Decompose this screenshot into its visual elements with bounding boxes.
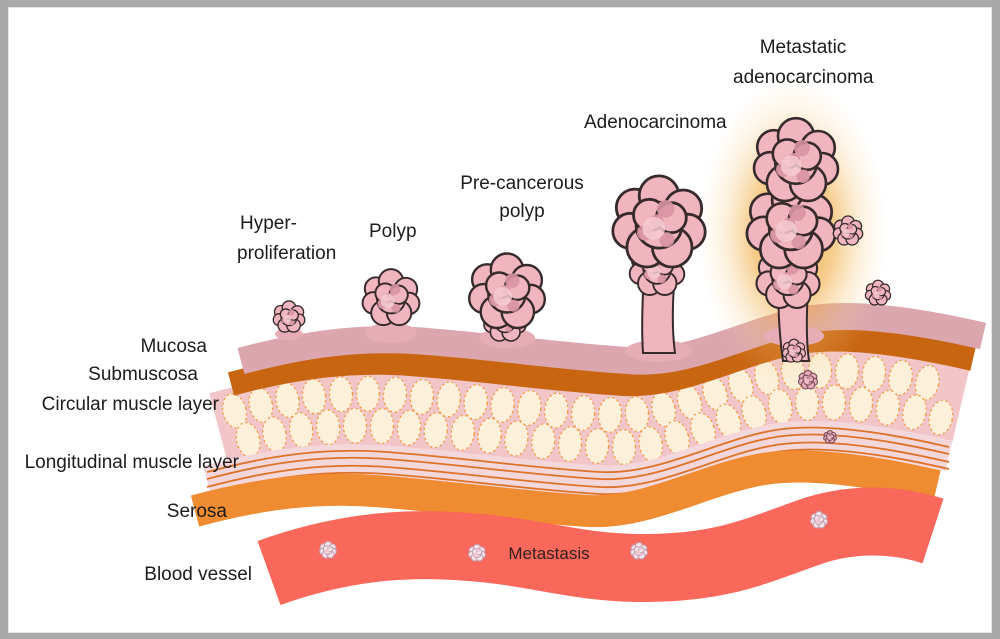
- label-metastatic-line2: adenocarcinoma: [733, 67, 874, 88]
- longitudinal-muscle-fibers: [206, 426, 950, 496]
- layer-label-longitudinal-muscle: Longitudinal muscle layer: [24, 452, 239, 473]
- label-precancerous-line2: polyp: [499, 201, 545, 222]
- layer-label-mucosa: Mucosa: [140, 336, 207, 357]
- layer-label-submucosa: Submuscosa: [88, 364, 198, 385]
- layer-label-blood-vessel: Blood vessel: [144, 564, 252, 585]
- colon-cancer-progression-diagram: [190, 77, 987, 606]
- label-metastatic-line1: Metastatic: [759, 37, 847, 58]
- shed-tumor-cluster-on-mucosa: [864, 279, 892, 306]
- shed-tumor-cluster-upper: [832, 215, 864, 246]
- tumor-precancerous-polyp: [468, 252, 546, 330]
- tumor-adenocarcinoma-head: [611, 174, 707, 269]
- diagram-stage: Hyper- proliferation Polyp Pre-cancerous…: [9, 8, 991, 632]
- label-precancerous-line1: Pre-cancerous: [460, 173, 584, 194]
- label-adenocarcinoma: Adenocarcinoma: [584, 112, 727, 133]
- tumor-hyperproliferation: [272, 300, 306, 333]
- label-metastasis: Metastasis: [508, 544, 590, 563]
- label-hyperproliferation-line1: Hyper-: [240, 213, 298, 234]
- vessel-cell-cluster-2: [468, 543, 486, 562]
- label-hyperproliferation-line2: proliferation: [237, 243, 337, 264]
- serosa-layer: [190, 450, 941, 528]
- layer-label-circular-muscle: Circular muscle layer: [41, 394, 219, 415]
- invading-cell-clusters: [797, 369, 837, 444]
- blood-vessel-band: [257, 487, 944, 606]
- vessel-cell-cluster-4: [810, 510, 828, 529]
- longitudinal-muscle-layer: [203, 421, 953, 497]
- vessel-cell-cluster-1: [319, 540, 337, 559]
- label-polyp: Polyp: [369, 221, 417, 242]
- intestinal-wall: [190, 303, 987, 528]
- vessel-cell-cluster-3: [630, 541, 648, 560]
- tumor-metastatic-top: [752, 116, 840, 203]
- cell-cluster-longitudinal-layer: [823, 430, 837, 444]
- blood-vessel: [257, 487, 944, 606]
- tumors: [272, 116, 892, 363]
- tumor-polyp: [361, 268, 421, 327]
- tumor-metastatic-invading-cells: [781, 338, 807, 363]
- metastatic-cells-in-vessel: [319, 510, 828, 562]
- figure-canvas: Hyper- proliferation Polyp Pre-cancerous…: [8, 7, 992, 633]
- circular-muscle-cells: [221, 352, 954, 466]
- tumor-metastatic-mid: [745, 179, 837, 270]
- layer-label-serosa: Serosa: [166, 501, 227, 522]
- cell-cluster-circular-layer: [797, 369, 819, 390]
